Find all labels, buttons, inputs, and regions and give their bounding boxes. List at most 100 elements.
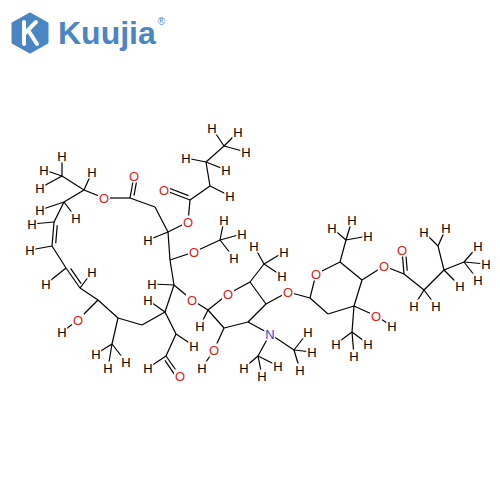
hydrogen-label: H xyxy=(326,222,337,235)
hydrogen-label: H xyxy=(256,370,267,383)
oxygen-label: O xyxy=(182,216,194,229)
bond-line xyxy=(404,274,424,290)
hydrogen-label: H xyxy=(102,362,113,375)
oxygen-label: O xyxy=(174,370,186,383)
bond-line xyxy=(64,190,84,202)
hydrogen-label: H xyxy=(188,340,199,353)
bond-line xyxy=(250,282,266,304)
bond-line xyxy=(168,232,170,260)
bond-line xyxy=(166,334,176,356)
bond-line xyxy=(424,270,444,290)
hydrogen-label: H xyxy=(276,270,287,283)
hydrogen-label: H xyxy=(142,294,153,307)
hydrogen-label: H xyxy=(142,362,153,375)
bond-line xyxy=(165,285,174,312)
bond-line xyxy=(206,146,224,162)
bond-line xyxy=(112,318,118,344)
hydrogen-label: H xyxy=(228,252,239,265)
oxygen-label: O xyxy=(188,246,200,259)
oxygen-label: O xyxy=(310,268,322,281)
oxygen-label: O xyxy=(396,244,408,257)
bond-line xyxy=(142,312,165,325)
bond-line xyxy=(168,188,188,196)
hydrogen-label: H xyxy=(330,338,341,351)
bond-line xyxy=(248,304,266,322)
bond-line xyxy=(206,162,210,186)
hydrogen-label: H xyxy=(218,214,229,227)
hydrogen-label: H xyxy=(220,164,231,177)
bond-line xyxy=(352,306,354,332)
hydrogen-label: H xyxy=(236,228,247,241)
hydrogen-label: H xyxy=(408,300,419,313)
nitrogen-label: N xyxy=(264,328,275,341)
oxygen-label: O xyxy=(222,288,234,301)
oxygen-label: O xyxy=(128,170,140,183)
hydrogen-label: H xyxy=(40,278,51,291)
bond-line xyxy=(62,176,84,190)
bond-line xyxy=(438,246,444,270)
hydrogen-label: H xyxy=(472,274,483,287)
hydrogen-label: H xyxy=(232,126,243,139)
bond-line xyxy=(130,198,155,207)
hydrogen-label: H xyxy=(224,190,235,203)
hydrogen-label: H xyxy=(418,226,429,239)
hydrogen-label: H xyxy=(24,244,35,257)
bond-line xyxy=(165,312,176,334)
hydrogen-label: H xyxy=(362,230,373,243)
hydrogen-label: H xyxy=(302,326,313,339)
oxygen-label: O xyxy=(282,286,294,299)
logo-wordmark: Kuujia xyxy=(58,17,156,49)
hydrogen-label: H xyxy=(86,166,97,179)
hydrogen-label: H xyxy=(120,356,131,369)
bond-line xyxy=(80,288,98,300)
hydrogen-label: H xyxy=(362,338,373,351)
oxygen-label: O xyxy=(72,314,84,327)
bond-line xyxy=(340,262,362,280)
hydrogen-label: H xyxy=(56,326,67,339)
hydrogen-label: H xyxy=(34,182,45,195)
hydrogen-label: H xyxy=(386,320,397,333)
bond-line xyxy=(170,260,174,285)
logo-icon xyxy=(13,14,47,52)
bond-line xyxy=(52,246,66,268)
hydrogen-label: H xyxy=(472,240,483,253)
bond-line xyxy=(208,310,224,328)
oxygen-label: O xyxy=(370,310,382,323)
bond-line xyxy=(52,222,54,246)
bond-line xyxy=(98,300,118,318)
logo-hexagon xyxy=(13,14,47,52)
hydrogen-label: H xyxy=(454,280,465,293)
logo-k-mark xyxy=(24,22,37,44)
hydrogen-label: H xyxy=(240,146,251,159)
hydrogen-label: H xyxy=(56,150,67,163)
oxygen-label: O xyxy=(98,192,110,205)
hydrogen-label: H xyxy=(206,122,217,135)
hydrogen-label: H xyxy=(34,204,45,217)
hydrogen-label: H xyxy=(306,346,317,359)
hydrogen-label: H xyxy=(248,240,259,253)
hydrogen-label: H xyxy=(86,266,97,279)
oxygen-label: O xyxy=(186,294,198,307)
bond-line xyxy=(155,207,168,232)
hydrogen-label: H xyxy=(440,222,451,235)
hydrogen-label: H xyxy=(146,278,157,291)
hydrogen-label: H xyxy=(180,152,191,165)
hydrogen-label: H xyxy=(480,258,491,271)
oxygen-label: O xyxy=(378,260,390,273)
bond-line xyxy=(250,264,264,282)
bond-lines xyxy=(30,128,486,376)
hydrogen-label: H xyxy=(272,360,283,373)
hydrogen-label: H xyxy=(238,362,249,375)
hydrogen-label: H xyxy=(348,350,359,363)
hydrogen-label: H xyxy=(142,234,153,247)
bond-line xyxy=(224,322,248,328)
hydrogen-label: H xyxy=(278,246,289,259)
hydrogen-label: H xyxy=(70,212,81,225)
bond-line xyxy=(354,280,362,306)
oxygen-label: O xyxy=(158,184,170,197)
hydrogen-label: H xyxy=(26,218,37,231)
bond-line xyxy=(444,262,464,270)
bond-line xyxy=(310,298,328,314)
